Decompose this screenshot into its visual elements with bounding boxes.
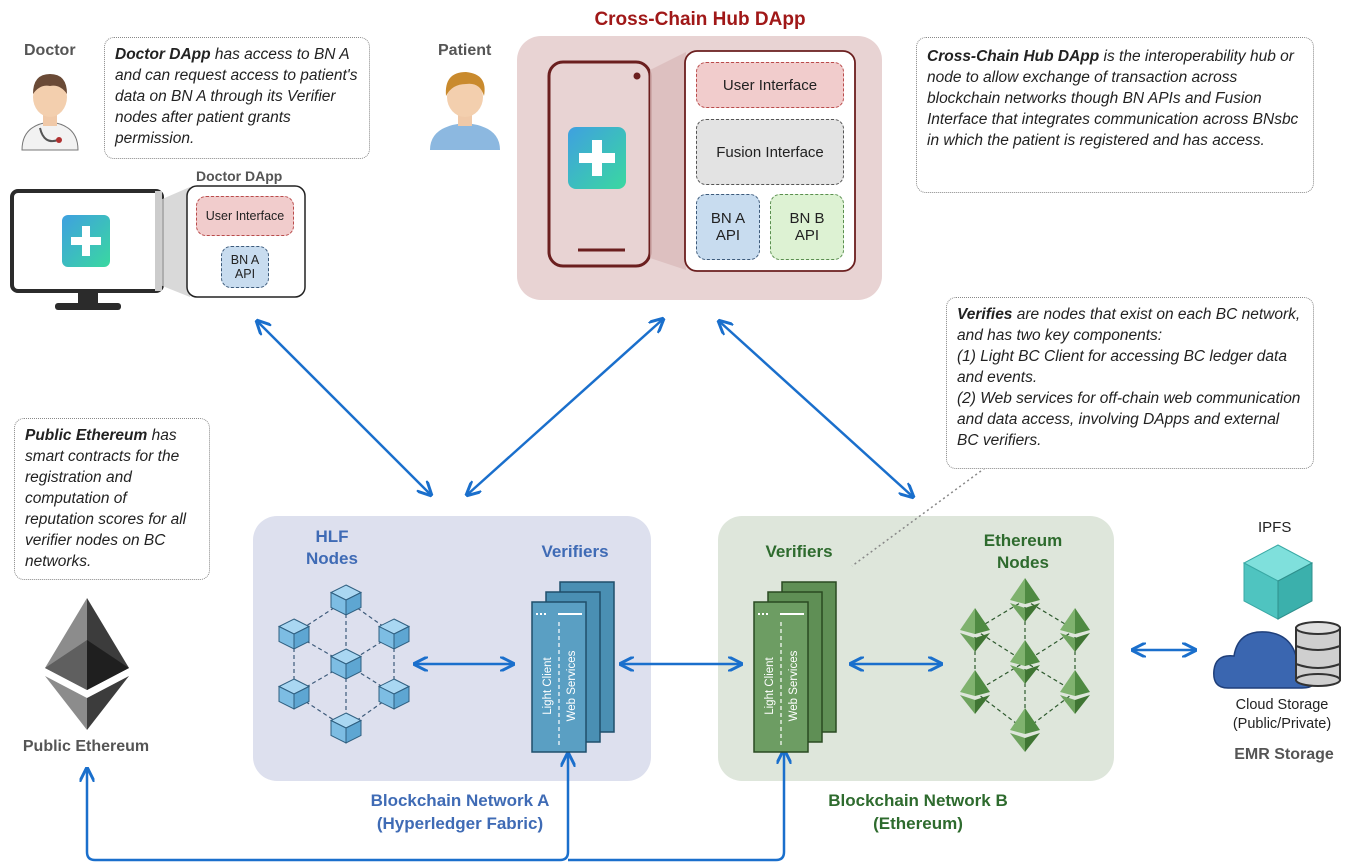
doctor-note-bold: Doctor DApp — [115, 46, 211, 63]
hub-title: Cross-Chain Hub DApp — [594, 9, 806, 30]
network-a-caption-line2: (Hyperledger Fabric) — [376, 814, 544, 833]
ethereum-node-diamond — [1010, 640, 1040, 684]
ethereum-nodes-label: Ethereum Nodes — [983, 531, 1063, 572]
hlf-node-cube — [329, 584, 363, 616]
medical-app-icon-doctor — [62, 215, 110, 267]
doctor-dapp-title: Doctor DApp — [196, 168, 283, 184]
patient-label: Patient — [438, 42, 492, 59]
network-a-caption-line1: Blockchain Network A — [370, 791, 550, 810]
hlf-node-cube — [329, 648, 363, 680]
doctor-bn-a-api-box: BN A API — [221, 246, 269, 288]
ethereum-logo — [45, 598, 129, 730]
emr-storage-label: EMR Storage — [1234, 746, 1334, 763]
network-a-light-client-label: Light Client — [542, 657, 554, 715]
ipfs-cube-icon — [1242, 544, 1314, 620]
network-b-verifiers-label: Verifiers — [765, 542, 833, 561]
network-b-caption-line2: (Ethereum) — [873, 814, 963, 833]
doctor-user-interface-box: User Interface — [196, 196, 294, 236]
ethereum-note-bold: Public Ethereum — [25, 427, 148, 444]
doctor-note: Doctor DApp has access to BN A and can r… — [104, 37, 370, 159]
ethereum-note: Public Ethereum has smart contracts for … — [14, 418, 210, 580]
verifiers-note-text-1: are nodes that exist on each BC network,… — [957, 306, 1301, 344]
hub-note-bold: Cross-Chain Hub DApp — [927, 48, 1100, 65]
hub-note-text: is the interoperability hub or node to a… — [927, 48, 1299, 149]
verifiers-note: Verifies are nodes that exist on each BC… — [946, 297, 1314, 469]
ipfs-label: IPFS — [1258, 519, 1292, 536]
ethereum-node-diamond — [1010, 708, 1040, 752]
hlf-node-cube — [277, 618, 311, 650]
verifiers-note-bold: Verifies — [957, 306, 1013, 323]
hlf-nodes-label: HLF Nodes — [306, 527, 358, 568]
network-b-light-client-label: Light Client — [764, 657, 776, 715]
hub-user-interface-box: User Interface — [696, 62, 844, 108]
hlf-node-cube — [329, 712, 363, 744]
cloud-storage-label: Cloud Storage (Public/Private) — [1212, 696, 1352, 734]
ethereum-node-diamond — [1060, 670, 1090, 714]
network-a-web-services-label: Web Services — [566, 650, 578, 722]
ethereum-node-diamond — [960, 608, 990, 652]
ethereum-node-diamond — [1060, 608, 1090, 652]
hub-fusion-interface-box: Fusion Interface — [696, 119, 844, 185]
ethereum-node-diamond — [960, 670, 990, 714]
patient-avatar — [430, 72, 500, 150]
verifiers-note-text-2: (1) Light BC Client for accessing BC led… — [957, 348, 1287, 386]
public-ethereum-label: Public Ethereum — [22, 738, 150, 755]
doctor-label: Doctor — [24, 42, 76, 59]
phone-device — [547, 52, 686, 270]
hub-bn-a-api-box: BN A API — [696, 194, 760, 260]
hub-note: Cross-Chain Hub DApp is the interoperabi… — [916, 37, 1314, 193]
doctor-avatar — [21, 74, 79, 151]
hlf-node-cube — [277, 678, 311, 710]
ethereum-node-diamond — [1010, 578, 1040, 622]
hlf-node-cube — [377, 618, 411, 650]
cloud-storage-line2: (Public/Private) — [1232, 716, 1332, 732]
cloud-storage-line1: Cloud Storage — [1235, 697, 1329, 713]
hub-bn-b-api-box: BN B API — [770, 194, 844, 260]
medical-app-icon-hub — [568, 127, 626, 189]
database-icon — [1295, 621, 1341, 687]
network-a-verifiers-label: Verifiers — [541, 542, 609, 561]
network-b-caption-line1: Blockchain Network B — [828, 791, 1008, 810]
network-b-verifier-server — [753, 581, 837, 753]
hlf-node-cube — [377, 678, 411, 710]
network-b-caption: Blockchain Network B (Ethereum) — [768, 789, 1068, 835]
network-a-caption: Blockchain Network A (Hyperledger Fabric… — [310, 789, 610, 835]
network-b-web-services-label: Web Services — [788, 650, 800, 722]
network-a-verifier-server — [531, 581, 615, 753]
doctor-note-text: has access to BN A and can request acces… — [115, 46, 358, 147]
ethereum-note-text: has smart contracts for the registration… — [25, 427, 187, 570]
verifiers-note-text-3: (2) Web services for off-chain web commu… — [957, 390, 1301, 449]
connection-arrows — [87, 320, 1194, 862]
